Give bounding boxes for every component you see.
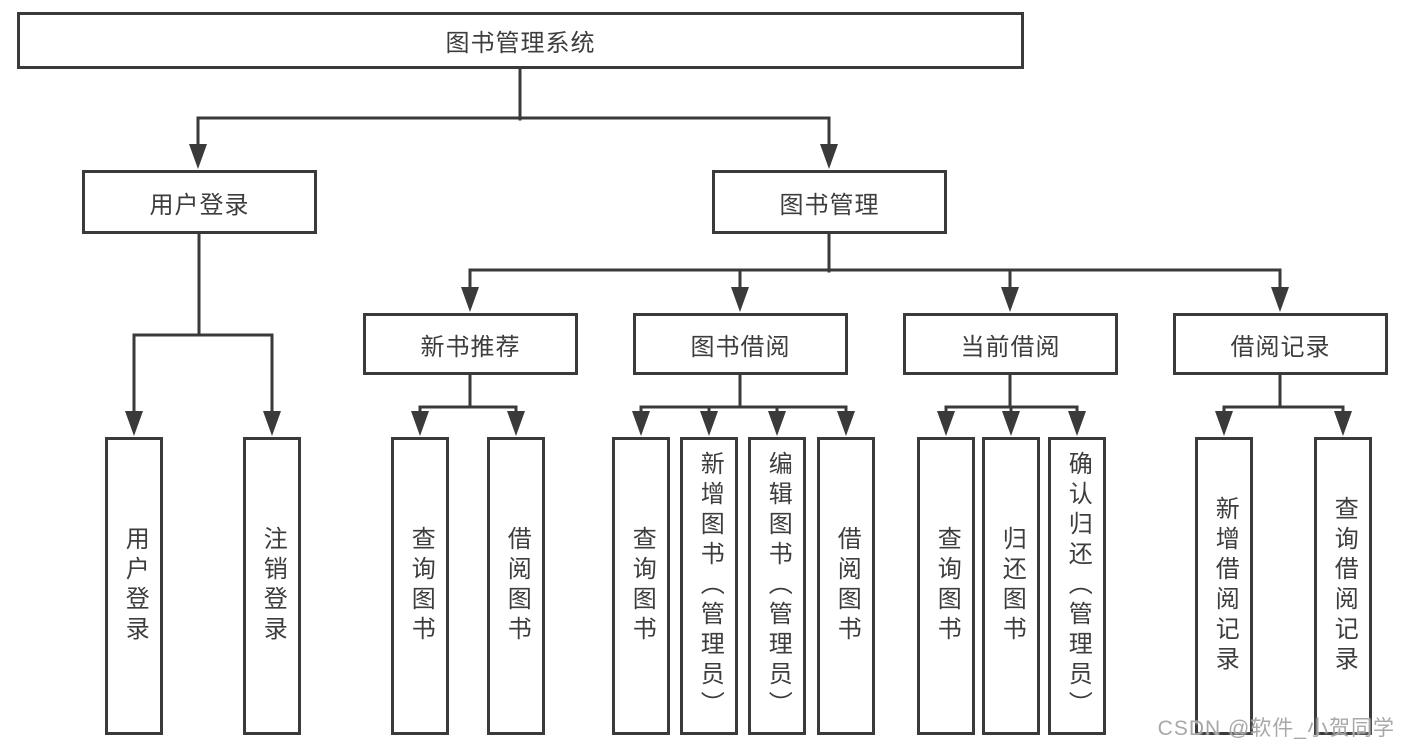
node-root-label: 图书管理系统 <box>445 30 596 57</box>
leaf-newbook-query-books-label: 查询图书 <box>407 526 435 646</box>
leaf-records-add-borrow-record-label: 新增借阅记录 <box>1211 496 1239 676</box>
node-borrow-records-label: 借阅记录 <box>1230 333 1331 361</box>
leaf-borrow-borrow-books: 借阅图书 <box>817 437 875 735</box>
leaf-records-query-borrow-record-label: 查询借阅记录 <box>1330 496 1358 676</box>
leaf-current-confirm-return-admin-label: 确认归还（管理员） <box>1064 451 1092 721</box>
leaf-current-return-books-label: 归还图书 <box>998 526 1026 646</box>
leaf-borrow-edit-books-admin: 编辑图书（管理员） <box>748 437 806 735</box>
node-current-borrow-label: 当前借阅 <box>960 333 1061 361</box>
leaf-borrow-add-books-admin-label: 新增图书（管理员） <box>696 451 724 721</box>
leaf-records-query-borrow-record: 查询借阅记录 <box>1314 437 1372 735</box>
node-new-book-recommend-label: 新书推荐 <box>420 333 521 361</box>
leaf-user-login-label: 用户登录 <box>121 526 149 646</box>
node-new-book-recommend: 新书推荐 <box>363 313 578 375</box>
leaf-borrow-edit-books-admin-label: 编辑图书（管理员） <box>764 451 792 721</box>
leaf-newbook-borrow-books-label: 借阅图书 <box>503 526 531 646</box>
node-book-management: 图书管理 <box>712 170 947 234</box>
leaf-newbook-borrow-books: 借阅图书 <box>487 437 545 735</box>
node-user-login-label: 用户登录 <box>149 191 250 219</box>
leaf-current-confirm-return-admin: 确认归还（管理员） <box>1048 437 1106 735</box>
leaf-records-add-borrow-record: 新增借阅记录 <box>1195 437 1253 735</box>
node-book-borrow-label: 图书借阅 <box>690 333 791 361</box>
leaf-user-login: 用户登录 <box>105 437 163 735</box>
leaf-borrow-query-books-label: 查询图书 <box>628 526 656 646</box>
leaf-current-query-books: 查询图书 <box>917 437 975 735</box>
leaf-current-query-books-label: 查询图书 <box>933 526 961 646</box>
node-book-borrow: 图书借阅 <box>633 313 848 375</box>
node-book-management-label: 图书管理 <box>779 191 880 219</box>
leaf-logout-label: 注销登录 <box>259 526 287 646</box>
leaf-borrow-add-books-admin: 新增图书（管理员） <box>680 437 738 735</box>
node-current-borrow: 当前借阅 <box>903 313 1118 375</box>
leaf-borrow-query-books: 查询图书 <box>612 437 670 735</box>
node-borrow-records: 借阅记录 <box>1173 313 1388 375</box>
node-user-login: 用户登录 <box>82 170 317 234</box>
node-root: 图书管理系统 <box>17 12 1024 69</box>
leaf-current-return-books: 归还图书 <box>982 437 1040 735</box>
leaf-borrow-borrow-books-label: 借阅图书 <box>833 526 861 646</box>
leaf-logout: 注销登录 <box>243 437 301 735</box>
csdn-watermark: CSDN @软件_小贺同学 <box>1157 717 1395 740</box>
leaf-newbook-query-books: 查询图书 <box>391 437 449 735</box>
